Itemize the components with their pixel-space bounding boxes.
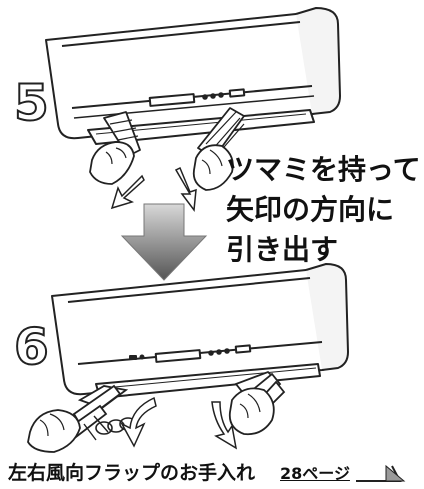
instruction-line-3: 引き出す — [226, 233, 339, 266]
aircon-unit-bottom — [51, 263, 349, 399]
step-number-6: 6 — [13, 318, 50, 376]
footer: 左右風向フラップのお手入れ 28ページ — [8, 456, 420, 484]
care-section-label: 左右風向フラップのお手入れ — [8, 462, 256, 484]
pull-arrow-right — [174, 166, 197, 212]
pull-arrow-left — [110, 174, 145, 210]
hand-left-bottom — [27, 409, 81, 453]
pull-arrow-bottom-right — [211, 401, 238, 450]
instruction-line-1: ツマミを持って — [226, 153, 421, 186]
hand-right-bottom — [228, 387, 275, 436]
pull-arrow-bottom-left — [120, 396, 157, 448]
hand-left-top — [89, 111, 141, 185]
page-reference-link[interactable]: 28ページ — [280, 464, 350, 483]
instruction-line-2: 矢印の方向に — [226, 193, 395, 226]
step-number-5: 5 — [13, 74, 50, 132]
instruction-text: ツマミを持って 矢印の方向に 引き出す — [226, 150, 421, 270]
page-arrow-icon — [356, 464, 406, 482]
hand-right-top — [192, 107, 245, 191]
aircon-unit-top — [45, 7, 341, 145]
down-arrow-icon — [120, 203, 208, 281]
